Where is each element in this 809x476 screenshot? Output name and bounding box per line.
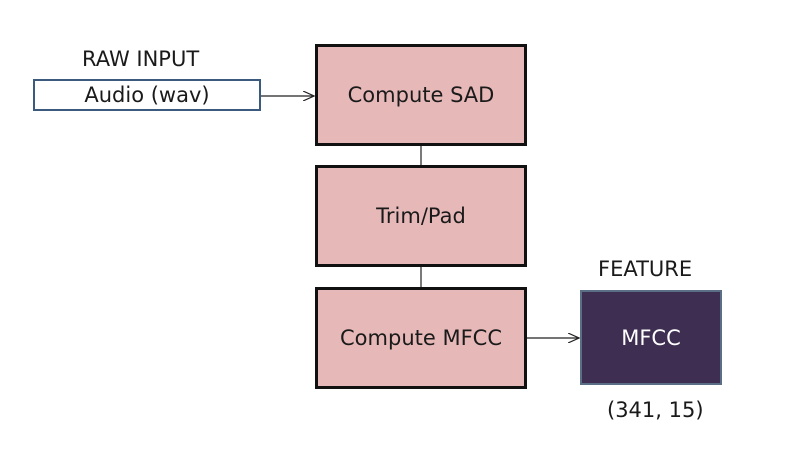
trim-pad-step: Trim/Pad	[315, 165, 527, 267]
feature-shape-label: (341, 15)	[607, 398, 704, 422]
compute-sad-step: Compute SAD	[315, 44, 527, 146]
audio-input-box: Audio (wav)	[33, 79, 261, 111]
raw-input-title: RAW INPUT	[82, 47, 200, 71]
feature-title: FEATURE	[598, 257, 693, 281]
compute-mfcc-step: Compute MFCC	[315, 287, 527, 389]
mfcc-feature-box: MFCC	[580, 290, 722, 385]
